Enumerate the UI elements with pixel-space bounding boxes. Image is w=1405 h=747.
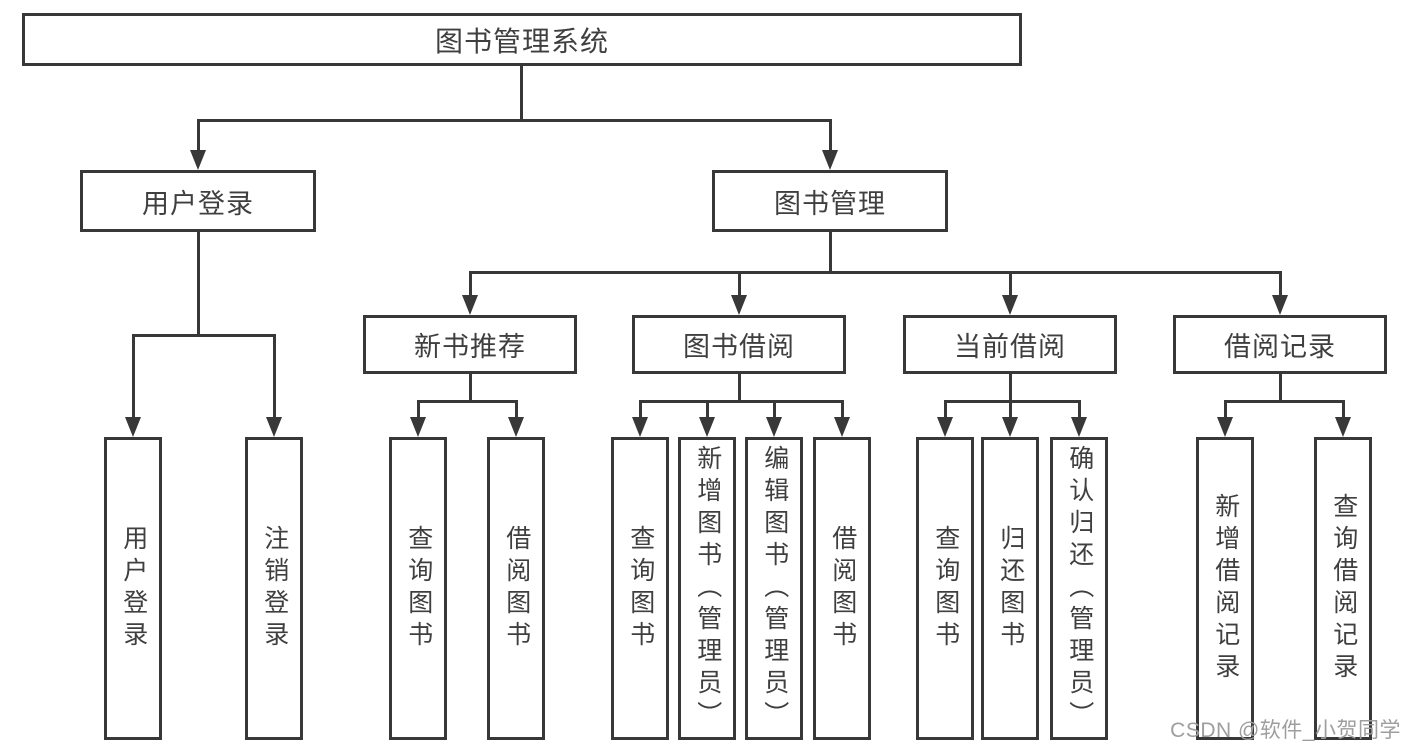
connector-vline [273,334,276,420]
connector-hline [469,271,1282,274]
leaf-user-login: 用户登录 [104,437,162,740]
leaf-label: 查询借阅记录 [1329,492,1358,685]
leaf-label: 编辑图书（管理员） [760,444,789,733]
connector-vline [1009,374,1012,402]
connector-vline [944,400,947,420]
node-borrow-records: 借阅记录 [1173,315,1387,374]
connector-vline [738,271,741,297]
leaf-label: 注销登录 [260,524,289,653]
leaf-query-borrow-record: 查询借阅记录 [1314,437,1372,740]
leaf-label: 确认归还（管理员） [1065,444,1094,733]
arrow-down [766,417,782,437]
node-label: 新书推荐 [414,332,526,362]
connector-hline [417,400,518,403]
node-label: 图书管理系统 [434,25,609,57]
csdn-watermark: CSDN @软件_小贺同学 [1170,719,1401,742]
leaf-label: 新增借阅记录 [1211,492,1240,685]
arrow-down [508,417,524,437]
leaf-label: 查询图书 [931,524,960,653]
node-book-management: 图书管理 [712,170,948,232]
leaf-label: 归还图书 [996,524,1025,653]
leaf-add-borrow-record: 新增借阅记录 [1196,437,1254,740]
connector-vline [1279,374,1282,402]
connector-vline [197,119,200,152]
connector-hline [944,400,1081,403]
connector-vline [469,374,472,402]
arrow-down [834,417,850,437]
leaf-borrow-book: 借阅图书 [813,437,871,740]
connector-vline [520,66,523,121]
arrow-down [731,295,747,315]
arrow-down [1272,295,1288,315]
connector-vline [773,400,776,420]
connector-hline [132,334,276,337]
arrow-down [125,417,141,437]
leaf-label: 查询图书 [404,524,433,653]
leaf-edit-book-admin: 编辑图书（管理员） [745,437,803,740]
connector-hline [1224,400,1345,403]
leaf-add-book-admin: 新增图书（管理员） [678,437,736,740]
node-label: 图书借阅 [683,332,795,362]
arrow-down [937,417,953,437]
leaf-borrow-book-recommend: 借阅图书 [487,437,545,740]
leaf-label: 借阅图书 [502,524,531,653]
arrow-down [822,150,838,170]
arrow-down [632,417,648,437]
connector-hline [639,400,844,403]
connector-vline [515,400,518,420]
arrow-down [266,417,282,437]
arrow-down [190,150,206,170]
connector-hline [197,119,832,122]
connector-vline [1009,400,1012,420]
leaf-query-book-recommend: 查询图书 [389,437,447,740]
connector-vline [639,400,642,420]
connector-vline [829,119,832,152]
arrow-down [410,417,426,437]
connector-vline [197,232,200,336]
connector-vline [1009,271,1012,297]
leaf-label: 查询图书 [626,524,655,653]
node-user-login: 用户登录 [80,170,316,232]
node-label: 用户登录 [142,188,254,219]
arrow-down [1217,417,1233,437]
node-label: 图书管理 [774,188,886,219]
connector-vline [706,400,709,420]
arrow-down [1002,295,1018,315]
connector-vline [1224,400,1227,420]
node-library-management-system: 图书管理系统 [22,13,1022,66]
leaf-return-book: 归还图书 [981,437,1039,740]
connector-vline [132,334,135,420]
node-current-borrow: 当前借阅 [903,315,1117,374]
node-new-book-recommend: 新书推荐 [363,315,577,374]
arrow-down [462,295,478,315]
connector-vline [469,271,472,297]
node-book-borrow: 图书借阅 [632,315,846,374]
leaf-logout: 注销登录 [245,437,303,740]
arrow-down [699,417,715,437]
leaf-label: 新增图书（管理员） [693,444,722,733]
connector-vline [829,232,832,273]
connector-vline [738,374,741,402]
connector-vline [1342,400,1345,420]
arrow-down [1335,417,1351,437]
leaf-query-book-borrow: 查询图书 [611,437,669,740]
leaf-confirm-return-admin: 确认归还（管理员） [1050,437,1108,740]
connector-vline [1279,271,1282,297]
connector-vline [417,400,420,420]
arrow-down [1002,417,1018,437]
arrow-down [1071,417,1087,437]
connector-vline [1078,400,1081,420]
node-label: 借阅记录 [1224,332,1336,362]
node-label: 当前借阅 [954,332,1066,362]
leaf-query-book-current: 查询图书 [916,437,974,740]
connector-vline [841,400,844,420]
leaf-label: 用户登录 [119,524,148,653]
leaf-label: 借阅图书 [828,524,857,653]
